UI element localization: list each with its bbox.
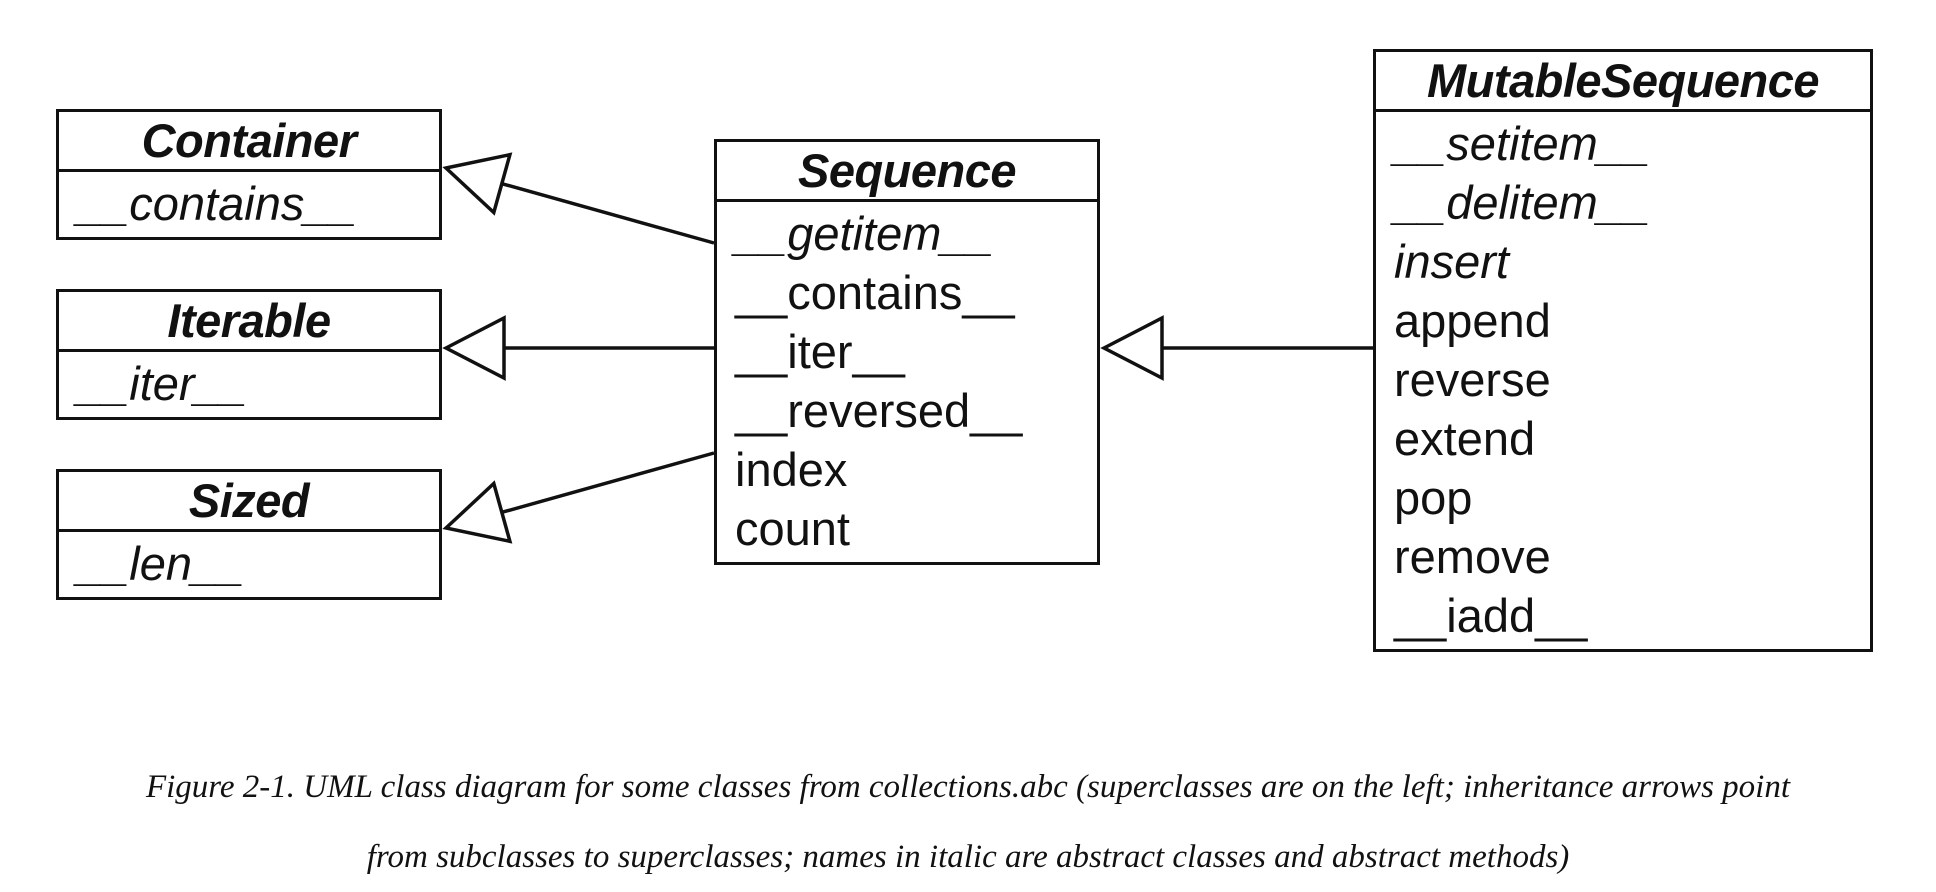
class-name: Iterable [59,292,439,352]
inheritance-mutablesequence-to-sequence [1100,315,1373,381]
class-iterable: Iterable__iter__ [56,289,442,420]
figure-caption: Figure 2-1. UML class diagram for some c… [0,752,1936,892]
method-item: pop [1394,471,1473,524]
method-list: __len__ [59,532,439,597]
class-container: Container__contains__ [56,109,442,240]
method-item: append [1394,294,1551,347]
method-item: __iadd__ [1394,589,1588,642]
class-name: Sequence [717,142,1097,202]
method-list: __setitem__ __delitem__insert append revers… [1376,112,1870,649]
inheritance-arrowhead [442,480,513,544]
caption-line-1: Figure 2-1. UML class diagram for some c… [145,769,1791,805]
method-item: insert [1394,235,1509,288]
method-item: __len__ [77,537,245,590]
method-item: __contains__ [735,266,1015,319]
class-mutablesequence: MutableSequence__setitem__ __delitem__ins… [1373,49,1873,652]
method-item: __delitem__ [1394,176,1651,229]
class-sized: Sized__len__ [56,469,442,600]
method-item: reverse [1394,353,1551,406]
method-item: __contains__ [77,177,357,230]
class-name: Sized [59,472,439,532]
caption-line-2: from subclasses to superclasses; names i… [366,839,1570,875]
method-item: __iter__ [735,325,905,378]
method-list: __getitem__ __contains__ __iter__ __reverse… [717,202,1097,562]
method-item: __getitem__ [735,207,994,260]
method-list: __iter__ [59,352,439,417]
method-item: count [735,502,850,555]
inheritance-line [501,451,715,515]
method-list: __contains__ [59,172,439,237]
class-sequence: Sequence__getitem____contains____iter___… [714,139,1100,565]
class-name: Container [59,112,439,172]
method-item: extend [1394,412,1536,465]
inheritance-arrowhead [1100,315,1164,381]
inheritance-sequence-to-container [442,152,715,245]
inheritance-arrowhead [442,152,513,216]
inheritance-arrowhead [442,315,506,381]
inheritance-sequence-to-sized [442,451,715,544]
method-item: __iter__ [77,357,247,410]
method-item: index [735,443,848,496]
inheritance-sequence-to-iterable [442,315,714,381]
method-item: __setitem__ [1394,117,1651,170]
method-item: __reversed__ [735,384,1023,437]
method-item: remove [1394,530,1551,583]
class-name: MutableSequence [1376,52,1870,112]
inheritance-line [501,181,715,245]
